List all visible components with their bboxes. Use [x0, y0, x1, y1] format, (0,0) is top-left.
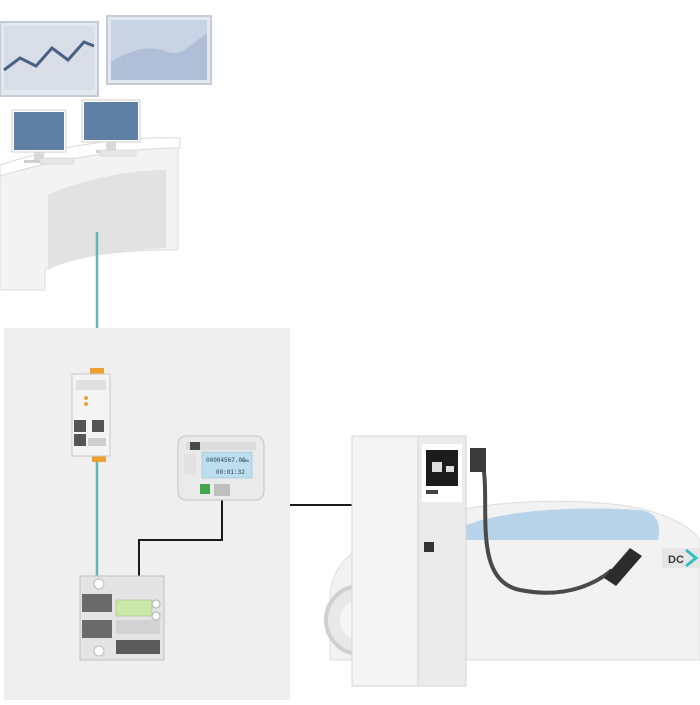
- area-chart-icon: [111, 34, 207, 80]
- charging-plug: [604, 548, 642, 586]
- keyboard: [39, 149, 137, 165]
- meter-time: 00:01:32: [216, 469, 245, 476]
- wall-display-left: [0, 21, 99, 97]
- energy-meter: 00004567.00 kWh 00:01:32: [177, 435, 265, 501]
- power-module: [79, 575, 165, 661]
- wall-display-right: [106, 15, 212, 85]
- desk-monitor-right: [81, 99, 141, 153]
- charging-cable: [480, 459, 614, 595]
- charger-socket: [424, 542, 434, 552]
- control-desk: [0, 137, 181, 291]
- charging-station: [351, 435, 642, 687]
- signal-cable-meter: [138, 498, 223, 578]
- gateway-controller: [71, 368, 111, 462]
- dc-arrow-icon: [685, 548, 699, 568]
- meter-unit: kWh: [242, 459, 250, 464]
- desk-monitor-left: [11, 109, 67, 163]
- dc-badge-label: DC: [668, 554, 684, 566]
- meter-reading: 00004567.00: [206, 457, 246, 464]
- car-window: [440, 508, 660, 540]
- line-chart-icon: [3, 40, 95, 72]
- meter-lcd: [201, 451, 253, 479]
